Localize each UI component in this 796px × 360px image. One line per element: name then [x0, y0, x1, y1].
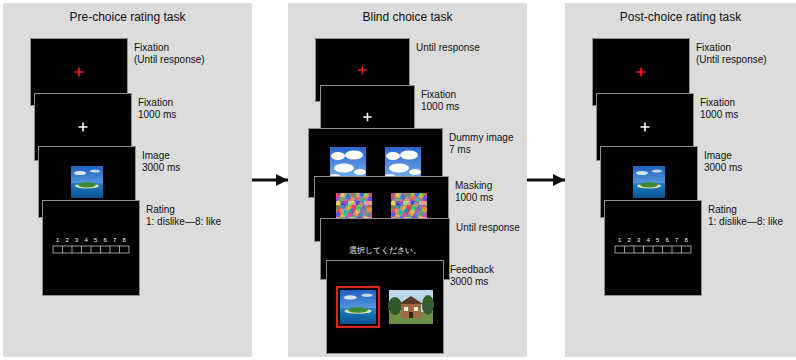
screen-label: Fixation — [134, 42, 169, 54]
scale-number: 8 — [685, 237, 688, 244]
art-part — [625, 246, 682, 253]
art-part — [337, 287, 379, 327]
screen-label: 1000 ms — [138, 109, 176, 121]
screen-label: 1000 ms — [455, 192, 493, 204]
scale-number: 4 — [647, 237, 650, 244]
flow-arrow — [527, 179, 565, 182]
scale-number: 6 — [104, 237, 107, 244]
scale-number: 3 — [637, 237, 640, 244]
rating-scale — [605, 201, 701, 295]
screen-label: 3000 ms — [450, 276, 488, 288]
scale-number: 2 — [66, 237, 69, 244]
art-part — [330, 147, 366, 179]
task-panel: Pre-choice rating task Fixation(Until re… — [3, 3, 252, 357]
rating-scale — [43, 201, 139, 295]
screen-label: Rating — [146, 204, 175, 216]
screen-text: 選択してください。 — [349, 246, 421, 255]
art-part — [633, 166, 665, 198]
screen-label: Until response — [416, 42, 480, 54]
screen-label: 7 ms — [449, 144, 471, 156]
scale-number: 1 — [618, 237, 621, 244]
screen-label: Fixation — [700, 97, 735, 109]
art-part — [358, 66, 366, 74]
screen-label: Dummy image — [449, 132, 513, 144]
panel-title: Pre-choice rating task — [69, 10, 185, 24]
scale-number: 5 — [94, 237, 97, 244]
art-part — [388, 290, 434, 324]
art-part — [641, 123, 650, 132]
screen-label: Feedback — [450, 264, 494, 276]
screen-label: Fixation — [421, 89, 456, 101]
screen-label: Rating — [708, 204, 737, 216]
art-part — [615, 246, 691, 253]
art-part — [63, 246, 120, 253]
screen-label: (Until response) — [134, 54, 205, 66]
scale-number: 7 — [113, 237, 116, 244]
screen-label: Masking — [455, 180, 492, 192]
screen-label: 1000 ms — [421, 101, 459, 113]
scale-number: 2 — [628, 237, 631, 244]
screen-label: 3000 ms — [704, 162, 742, 174]
scale-number: 6 — [666, 237, 669, 244]
screen: Rating1: dislike—8: like12345678 — [604, 200, 702, 296]
screen-label: Fixation — [696, 42, 731, 54]
screen-label: Until response — [456, 222, 520, 234]
art-part — [637, 68, 646, 77]
screen: Feedback3000 ms — [326, 260, 444, 354]
art-part — [363, 113, 371, 121]
screen-label: Fixation — [138, 97, 173, 109]
scale-number: 8 — [123, 237, 126, 244]
screen: Rating1: dislike—8: like12345678 — [42, 200, 140, 296]
art-part — [71, 166, 103, 198]
screen-label: 1: dislike—8: like — [708, 216, 783, 228]
art-part — [75, 68, 84, 77]
art-part — [385, 147, 421, 179]
screen-label: Image — [142, 150, 170, 162]
art-part — [79, 123, 88, 132]
scale-number: 7 — [675, 237, 678, 244]
screen-label: 1000 ms — [700, 109, 738, 121]
art-part — [53, 246, 129, 253]
scale-number: 3 — [75, 237, 78, 244]
scale-number: 1 — [56, 237, 59, 244]
screen-label: 3000 ms — [142, 162, 180, 174]
art-part — [340, 290, 376, 324]
flow-arrow — [252, 179, 288, 182]
panel-title: Blind choice task — [362, 10, 452, 24]
screen-label: Image — [704, 150, 732, 162]
screen-label: 1: dislike—8: like — [146, 216, 221, 228]
task-panel: Blind choice task Until response Fixatio… — [288, 3, 527, 357]
scale-number: 4 — [85, 237, 88, 244]
task-panel: Post-choice rating task Fixation(Until r… — [565, 3, 796, 357]
panel-title: Post-choice rating task — [620, 10, 741, 24]
screen-label: (Until response) — [696, 54, 767, 66]
scale-number: 5 — [656, 237, 659, 244]
feedback-images — [327, 261, 443, 353]
